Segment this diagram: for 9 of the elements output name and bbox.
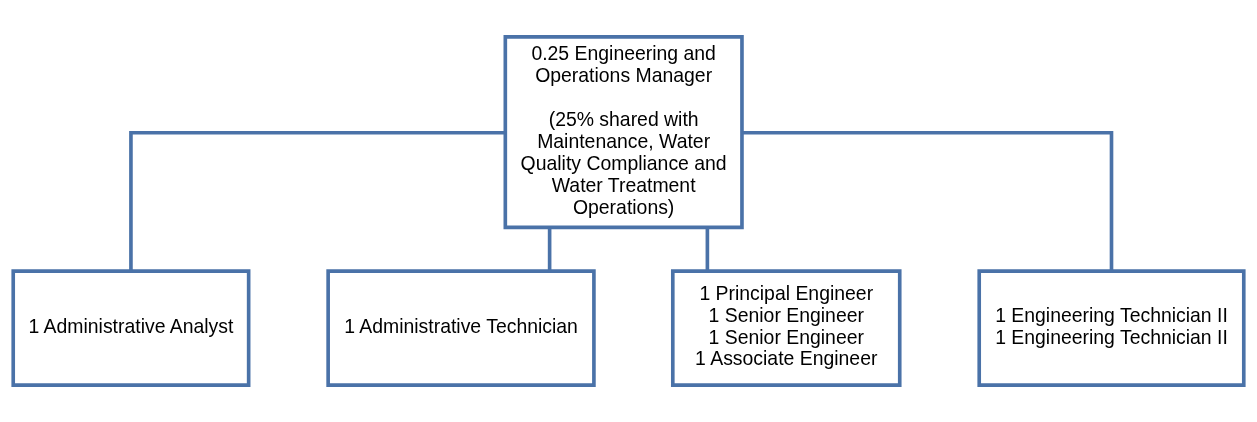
connector: [547, 227, 552, 271]
node-box: 0.25 Engineering and Operations Manager (25% shared with Maintenance, Water Quality Compliance and Water Treatment Operations): [503, 35, 744, 230]
node-box: 1 Engineering Technician II 1 Engineering Technician II: [977, 269, 1246, 387]
node-box: 1 Principal Engineer 1 Senior Engineer 1 Senior Engineer 1 Associate Engineer: [670, 269, 902, 387]
node-box: 1 Administrative Analyst: [11, 269, 251, 387]
connector: [705, 227, 710, 271]
node-box: 1 Administrative Technician: [326, 269, 596, 387]
connector: [742, 130, 1114, 272]
connector: [129, 130, 506, 272]
